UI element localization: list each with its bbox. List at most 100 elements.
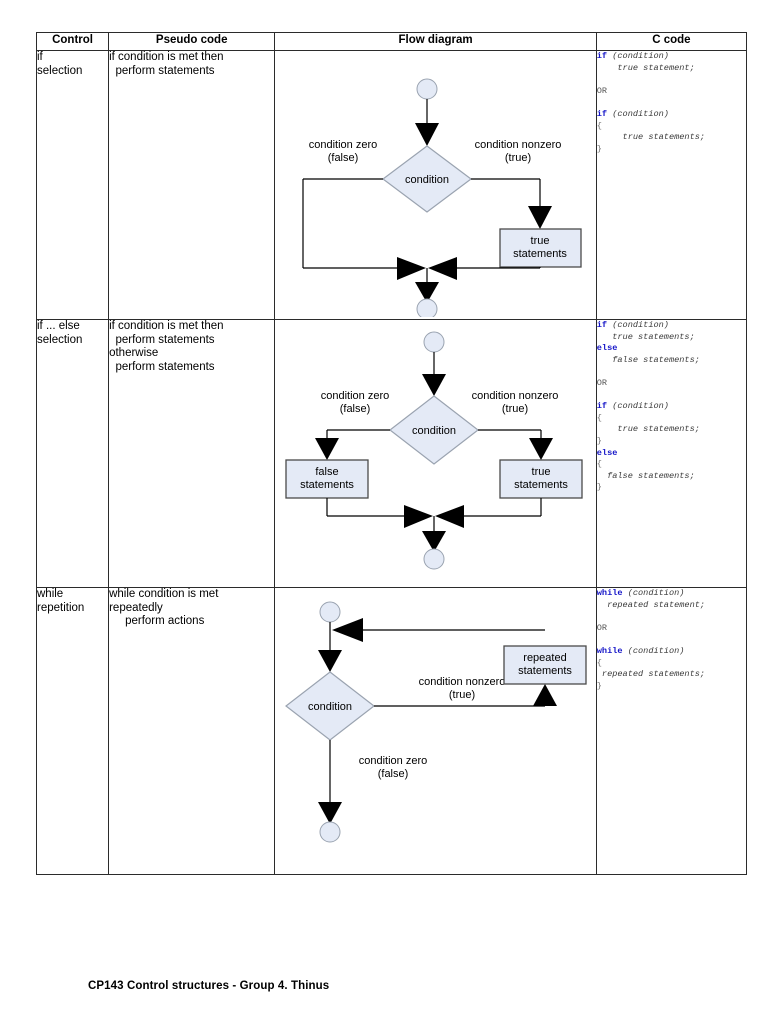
arrow-down	[415, 123, 440, 146]
pseudo-line: perform statements	[109, 360, 215, 373]
code-line: if (condition)	[596, 320, 669, 330]
control-line: if ... else	[37, 320, 80, 332]
pseudo-line: otherwise	[109, 347, 159, 360]
arrow-down	[528, 206, 553, 229]
pseudo-line: repeatedly	[109, 601, 163, 614]
cell-control-if: if selection	[35, 50, 110, 320]
arrow-down	[315, 438, 340, 460]
process-box-line: statements	[514, 479, 568, 491]
code-line: false statements;	[596, 470, 695, 481]
start-node	[423, 331, 445, 353]
cell-ccode-ifelse: if (condition) true statements; else fal…	[595, 319, 748, 588]
code-line: {	[596, 412, 602, 423]
code-blank	[597, 611, 746, 623]
code-blank	[597, 97, 746, 109]
code-line: OR	[596, 622, 608, 633]
code-blank	[597, 634, 746, 646]
code-line: repeated statements;	[596, 669, 706, 680]
header-flow-diagram: Flow diagram	[274, 32, 597, 51]
true-label-line: (true)	[449, 689, 475, 701]
cell-flow-if: condition condition zero (false) conditi…	[274, 50, 597, 320]
control-line: if	[37, 51, 43, 63]
process-box	[499, 459, 583, 499]
header-control: Control	[35, 32, 110, 51]
merge-junction-left	[397, 257, 427, 280]
pseudo-line: perform statements	[109, 64, 215, 77]
true-label-line: (true)	[502, 403, 528, 415]
code-blank	[597, 74, 746, 86]
header-c-code: C code	[595, 32, 748, 51]
true-label-line: (true)	[505, 152, 531, 164]
arrow-down	[318, 650, 343, 672]
start-node	[416, 78, 438, 100]
process-box	[503, 645, 587, 685]
control-structures-table: Control Pseudo code Flow diagram C code …	[35, 32, 748, 875]
pseudo-line: perform statements	[109, 333, 215, 346]
code-line: {	[596, 120, 602, 131]
process-box-line: statements	[300, 479, 354, 491]
process-box-line: statements	[513, 248, 567, 260]
arrow-left	[332, 618, 364, 642]
code-line: OR	[596, 377, 608, 388]
code-line: false statements;	[596, 354, 700, 365]
code-line: }	[596, 482, 602, 493]
code-line: true statements;	[596, 331, 695, 342]
code-line: else	[596, 343, 618, 354]
page-footer: CP143 Control structures - Group 4. Thin…	[88, 980, 330, 992]
process-box-line: statements	[518, 665, 572, 677]
arrow-down	[422, 531, 447, 552]
process-box-line: false	[316, 466, 339, 478]
pseudo-line: while condition is met	[109, 588, 219, 600]
arrow-up	[533, 684, 558, 706]
code-line: }	[596, 680, 602, 691]
flow-diagram-if-else-selection: condition condition zero (false) false s…	[285, 331, 583, 570]
cell-ccode-if: if (condition) true statement; OR if (co…	[595, 50, 748, 320]
pseudo-line: if condition is met then	[109, 51, 224, 63]
control-line: while	[37, 588, 64, 600]
code-line: }	[596, 435, 602, 446]
flow-diagram-while-repetition: condition condition nonzero (true) repea…	[285, 601, 587, 843]
code-line: {	[596, 657, 602, 668]
cell-pseudo-while: while condition is met repeatedly perfor…	[108, 587, 276, 875]
arrow-down	[415, 282, 440, 303]
code-line: true statements;	[596, 424, 700, 435]
merge-junction-right	[428, 257, 458, 280]
code-line: if (condition)	[596, 401, 669, 412]
control-line: selection	[37, 333, 83, 346]
arrow-down	[422, 374, 447, 396]
arrow-down	[318, 802, 343, 824]
process-box-line: true	[531, 235, 550, 247]
end-node	[416, 298, 438, 317]
code-line: true statement;	[596, 62, 695, 73]
header-pseudo-code: Pseudo code	[108, 32, 276, 51]
cell-flow-ifelse: condition condition zero (false) false s…	[274, 319, 597, 588]
arrow-down	[529, 438, 554, 460]
cell-pseudo-if: if condition is met then perform stateme…	[108, 50, 276, 320]
end-node	[423, 548, 445, 570]
false-label-line: condition zero	[359, 755, 428, 767]
decision-label: condition	[308, 701, 352, 713]
pseudo-line: if condition is met then	[109, 320, 224, 332]
decision-label: condition	[405, 174, 449, 186]
cell-control-ifelse: if ... else selection	[35, 319, 110, 588]
false-label-line: (false)	[328, 152, 359, 164]
false-label-line: condition zero	[321, 390, 390, 402]
code-line: else	[596, 447, 618, 458]
code-line: while (condition)	[596, 645, 685, 656]
process-box-line: true	[532, 466, 551, 478]
start-node	[319, 601, 341, 623]
code-line: true statements;	[596, 132, 706, 143]
false-label-line: condition zero	[309, 139, 378, 151]
cell-control-while: while repetition	[35, 587, 110, 875]
decision-label: condition	[412, 425, 456, 437]
end-node	[319, 821, 341, 843]
process-box	[285, 459, 369, 499]
code-line: if (condition)	[596, 108, 669, 119]
code-line: if (condition)	[596, 51, 669, 61]
merge-junction-left	[404, 505, 434, 528]
table-row: if ... else selection if condition is me…	[35, 319, 748, 588]
true-label-line: condition nonzero	[472, 390, 559, 402]
decision-diamond	[382, 145, 473, 213]
code-line: OR	[596, 85, 608, 96]
